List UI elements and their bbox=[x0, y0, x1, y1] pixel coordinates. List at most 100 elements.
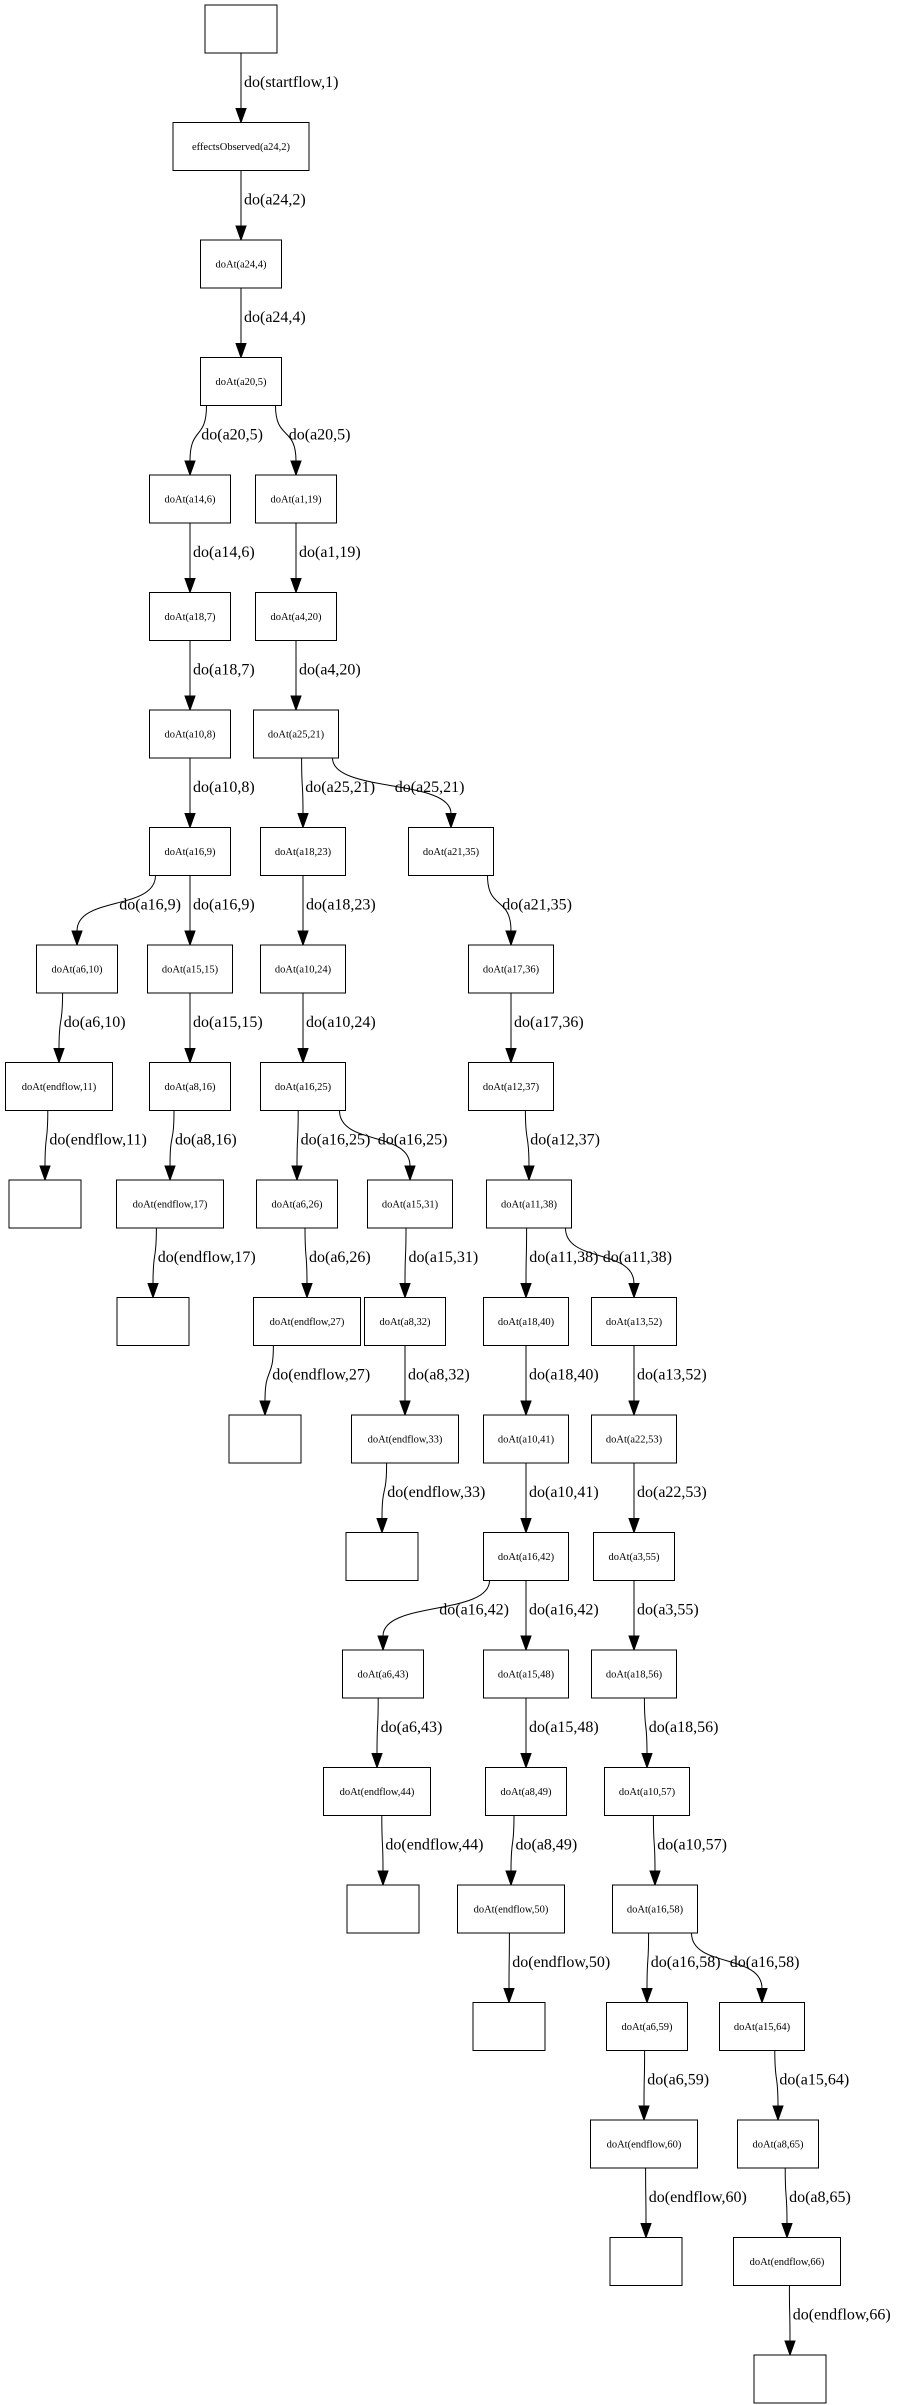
node-box bbox=[609, 2237, 683, 2286]
edge-label: do(a16,25) bbox=[301, 1131, 371, 1148]
node-box bbox=[255, 592, 337, 641]
arrowhead-icon bbox=[520, 1518, 532, 1534]
node-label: doAt(a13,52) bbox=[606, 1317, 663, 1328]
edge-label: do(a6,26) bbox=[309, 1249, 371, 1266]
edge: do(endflow,33) bbox=[376, 1462, 485, 1534]
edge: do(endflow,50) bbox=[503, 1932, 610, 2004]
node-box bbox=[149, 1062, 231, 1111]
arrowhead-icon bbox=[781, 2223, 793, 2239]
edge-line bbox=[382, 1580, 490, 1637]
edge: do(a14,6) bbox=[184, 522, 255, 594]
node-label: doAt(a15,15) bbox=[162, 965, 219, 976]
arrowhead-icon bbox=[377, 1635, 389, 1652]
node-box bbox=[323, 1767, 431, 1816]
edge: do(a11,38) bbox=[520, 1227, 598, 1299]
edge: do(a16,25) bbox=[339, 1110, 448, 1182]
arrowhead-icon bbox=[184, 1048, 196, 1064]
node-box bbox=[483, 1414, 569, 1464]
node: doAt(a16,58) bbox=[612, 1884, 698, 1934]
arrowhead-icon bbox=[628, 1518, 640, 1534]
edge: do(endflow,17) bbox=[147, 1227, 256, 1299]
edge: do(a6,43) bbox=[371, 1697, 442, 1769]
arrowhead-icon bbox=[297, 813, 309, 829]
node-label: doAt(endflow,11) bbox=[22, 1082, 97, 1093]
edge-label: do(a16,9) bbox=[193, 896, 255, 913]
node-label: doAt(a6,10) bbox=[51, 965, 103, 976]
edge-label: do(a18,40) bbox=[529, 1366, 599, 1383]
node-label: doAt(a18,40) bbox=[498, 1317, 555, 1328]
node-box bbox=[228, 1414, 302, 1464]
edge-line bbox=[332, 757, 452, 814]
arrowhead-icon bbox=[649, 1870, 661, 1887]
arrowhead-icon bbox=[291, 1165, 303, 1182]
arrowhead-icon bbox=[371, 1753, 383, 1769]
edge: do(a16,58) bbox=[691, 1932, 800, 2004]
node-label: doAt(a18,7) bbox=[164, 612, 216, 623]
edge-label: do(a17,36) bbox=[514, 1014, 584, 1031]
edge: do(endflow,11) bbox=[39, 1110, 147, 1182]
arrowhead-icon bbox=[164, 1165, 176, 1182]
edge-line bbox=[58, 992, 64, 1049]
edge-line bbox=[381, 1815, 384, 1872]
edge: do(startflow,1) bbox=[235, 53, 339, 124]
node: doAt(a1,19) bbox=[255, 474, 337, 524]
edge: do(a18,23) bbox=[297, 875, 376, 947]
edge-line bbox=[152, 1227, 157, 1284]
edge: do(a16,58) bbox=[641, 1932, 721, 2004]
edge-label: do(a20,5) bbox=[201, 426, 263, 443]
edge-label: do(a14,6) bbox=[193, 544, 255, 561]
arrowhead-icon bbox=[641, 1753, 653, 1769]
edge-label: do(endflow,60) bbox=[649, 2189, 747, 2206]
node-box bbox=[604, 1767, 690, 1816]
arrowhead-icon bbox=[53, 1048, 65, 1064]
edge-label: do(endflow,44) bbox=[385, 1836, 483, 1853]
node-label: doAt(a22,53) bbox=[606, 1435, 663, 1446]
edge: do(a6,10) bbox=[53, 992, 126, 1064]
edge-label: do(a15,15) bbox=[193, 1014, 263, 1031]
edge-label: do(a16,42) bbox=[439, 1601, 509, 1618]
node-label: doAt(endflow,60) bbox=[607, 2140, 682, 2151]
edge-line bbox=[774, 2050, 779, 2107]
edge: do(a10,41) bbox=[520, 1463, 599, 1534]
node-box bbox=[468, 1062, 554, 1111]
node: doAt(a25,21) bbox=[253, 709, 339, 759]
node-box bbox=[253, 1297, 361, 1346]
edge-label: do(a15,31) bbox=[409, 1249, 479, 1266]
node: doAt(a16,25) bbox=[260, 1062, 346, 1111]
arrowhead-icon bbox=[445, 813, 457, 829]
edge-line bbox=[44, 1110, 49, 1167]
arrowhead-icon bbox=[505, 930, 517, 947]
node-label: doAt(endflow,50) bbox=[474, 1905, 549, 1916]
edge: do(a10,57) bbox=[649, 1815, 727, 1887]
node-box bbox=[591, 1649, 677, 1699]
arrowhead-icon bbox=[290, 695, 302, 712]
edge-line bbox=[189, 405, 207, 462]
edge-label: do(a6,59) bbox=[647, 2071, 709, 2088]
edge-label: do(a24,4) bbox=[244, 309, 306, 326]
arrowhead-icon bbox=[184, 930, 196, 947]
node-label: doAt(a15,31) bbox=[382, 1200, 439, 1211]
node-box bbox=[351, 1414, 459, 1464]
node-box bbox=[260, 1062, 346, 1111]
node: doAt(a6,59) bbox=[606, 2002, 688, 2051]
arrowhead-icon bbox=[638, 2105, 650, 2122]
arrowhead-icon bbox=[184, 695, 196, 712]
node-label: doAt(endflow,44) bbox=[340, 1787, 415, 1798]
arrowhead-icon bbox=[628, 1283, 640, 1299]
edge-line bbox=[76, 875, 156, 932]
edge-label: do(a24,2) bbox=[244, 191, 306, 208]
node-label: doAt(a8,65) bbox=[752, 2140, 804, 2151]
edge-label: do(a8,32) bbox=[408, 1366, 470, 1383]
arrowhead-icon bbox=[147, 1283, 159, 1299]
node-box bbox=[149, 474, 231, 524]
node-box bbox=[472, 2002, 546, 2051]
edge: do(a8,65) bbox=[781, 2167, 851, 2239]
node-label: doAt(a25,21) bbox=[268, 730, 325, 741]
arrowhead-icon bbox=[520, 1635, 532, 1652]
edge-label: do(a15,64) bbox=[779, 2071, 849, 2088]
node-label: doAt(a16,42) bbox=[498, 1552, 555, 1563]
node-box bbox=[753, 2354, 827, 2404]
edge-label: do(a16,58) bbox=[730, 1954, 800, 1971]
edge-label: do(a8,16) bbox=[175, 1131, 237, 1148]
node: doAt(a21,35) bbox=[408, 827, 494, 876]
